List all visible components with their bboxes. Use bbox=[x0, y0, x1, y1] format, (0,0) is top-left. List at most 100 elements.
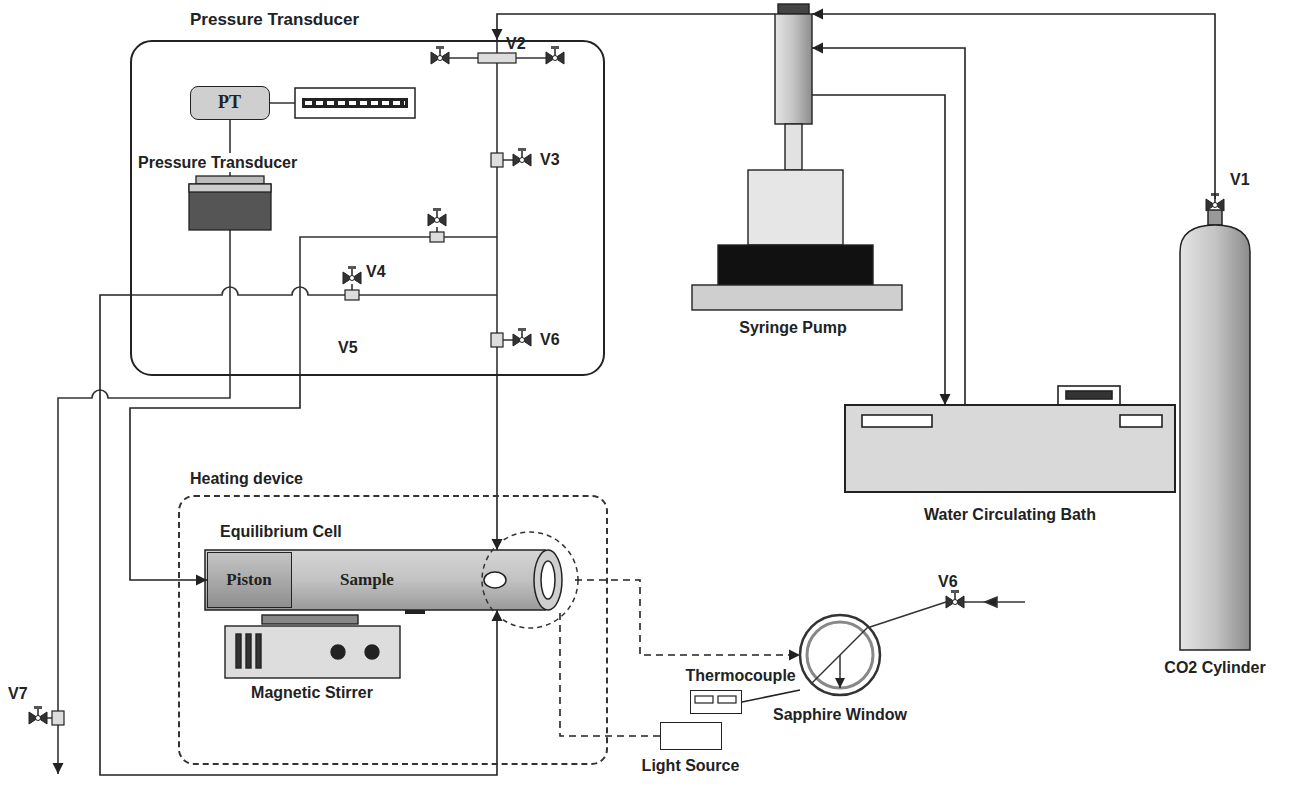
light-source: Light Source bbox=[660, 722, 722, 750]
part-label: Pressure Transducer bbox=[136, 153, 299, 172]
valve-symbol bbox=[513, 148, 531, 166]
valve-label: V1 bbox=[1230, 170, 1250, 189]
transducer-body bbox=[189, 184, 271, 192]
valve-label: V3 bbox=[540, 150, 560, 169]
transducer-body bbox=[189, 176, 271, 230]
node-label: Sapphire Window bbox=[773, 705, 907, 724]
stirrer-drawing bbox=[256, 634, 261, 668]
v2-body bbox=[478, 53, 516, 63]
water-bath-drawing bbox=[1120, 415, 1162, 427]
valve-symbol bbox=[29, 46, 1224, 724]
valve-label: V4 bbox=[366, 262, 386, 281]
stirrer-drawing bbox=[365, 645, 379, 659]
node-label: Equilibrium Cell bbox=[220, 522, 342, 541]
pipe-connector bbox=[497, 14, 775, 40]
main-pipe bbox=[496, 40, 498, 376]
syringe-pump-drawing bbox=[748, 170, 843, 245]
gas-cylinder-drawing bbox=[1180, 225, 1250, 650]
cell-drawing bbox=[484, 572, 506, 588]
inlet-line bbox=[870, 602, 946, 627]
water-bath-drawing bbox=[1066, 391, 1112, 399]
node-label: Light Source bbox=[642, 756, 740, 775]
dashed-connector bbox=[575, 580, 800, 655]
inlet-line bbox=[985, 597, 997, 607]
water-bath-drawing bbox=[862, 415, 932, 427]
pipe-connector bbox=[742, 690, 800, 702]
sapphire-window-drawing bbox=[839, 655, 841, 688]
sapphire-window: Sapphire Window bbox=[800, 615, 880, 695]
branch-pipe bbox=[300, 237, 497, 376]
digital-display bbox=[295, 88, 415, 118]
valve-label: V6 bbox=[938, 572, 958, 591]
water-bath-drawing bbox=[845, 386, 1175, 492]
cell-drawing bbox=[534, 550, 562, 610]
node-label: Heating device bbox=[190, 469, 303, 488]
sample-chamber: Sample bbox=[292, 552, 535, 608]
node-label: Pressure Transducer bbox=[190, 10, 359, 30]
cell-drawing bbox=[541, 561, 555, 599]
valve-symbol bbox=[29, 706, 47, 724]
stirrer-drawing bbox=[262, 615, 358, 624]
inlet-line bbox=[870, 597, 1025, 627]
water-bath-drawing bbox=[1058, 386, 1120, 405]
gas-cylinder: CO2 Cylinder bbox=[1180, 195, 1250, 650]
valve-label: V6 bbox=[540, 330, 560, 349]
valve-symbol bbox=[546, 46, 564, 64]
node-label: CO2 Cylinder bbox=[1164, 658, 1265, 677]
syringe-pump-drawing bbox=[778, 4, 809, 14]
thermocouple-display bbox=[695, 696, 713, 703]
valve-body bbox=[430, 232, 444, 242]
gas-cylinder-drawing bbox=[1208, 210, 1222, 225]
vent-pipe bbox=[58, 230, 230, 774]
node-label: Syringe Pump bbox=[739, 318, 847, 337]
valve-symbol bbox=[513, 328, 531, 346]
valve-symbol bbox=[431, 46, 449, 64]
piston: Piston bbox=[207, 552, 292, 608]
pipe-connector bbox=[100, 295, 497, 775]
stirrer-drawing bbox=[331, 645, 345, 659]
heating-device: Heating deviceEquilibrium CellPistonSamp… bbox=[178, 495, 608, 765]
syringe-pump-drawing bbox=[718, 245, 873, 285]
pipe-connector bbox=[812, 14, 1215, 195]
syringe-pump-drawing bbox=[775, 14, 812, 124]
valve-label: V7 bbox=[8, 684, 28, 703]
transducer-body bbox=[196, 176, 264, 184]
panel-pipework bbox=[47, 40, 546, 774]
cell-drawing bbox=[205, 550, 545, 610]
sapphire-window-drawing bbox=[840, 627, 868, 655]
v4-body bbox=[345, 290, 359, 300]
stirrer-drawing bbox=[236, 634, 241, 668]
valve-body bbox=[52, 53, 516, 725]
cell-drawing bbox=[205, 532, 578, 628]
valve-symbol bbox=[1206, 193, 1224, 211]
sapphire-window-drawing bbox=[800, 615, 880, 695]
v7-body bbox=[52, 711, 64, 725]
syringe-pump: Syringe Pump bbox=[775, 8, 812, 245]
digital-display bbox=[305, 101, 405, 105]
sapphire-window-drawing bbox=[812, 655, 840, 683]
stirrer-drawing bbox=[225, 615, 400, 678]
digital-display bbox=[302, 98, 408, 108]
sapphire-window-drawing bbox=[807, 622, 873, 688]
thermocouple: Thermocouple bbox=[690, 690, 742, 714]
transducer-box: PT bbox=[190, 86, 270, 120]
node-label: PT bbox=[218, 92, 241, 114]
gas-cylinder-drawing bbox=[1180, 195, 1250, 650]
sapphire-window-drawing bbox=[800, 615, 880, 695]
thermocouple-display bbox=[718, 696, 736, 703]
pressure-panel: Pressure Transducer PT bbox=[130, 40, 605, 376]
dashed-connector bbox=[560, 610, 660, 736]
valve-stub bbox=[47, 160, 513, 718]
pipe-connector bbox=[812, 48, 965, 405]
v4-pipe bbox=[130, 287, 497, 295]
water-bath: Water Circulating Bath bbox=[845, 405, 1175, 492]
v3-body bbox=[491, 153, 503, 167]
gas-cylinder-drawing bbox=[1214, 195, 1216, 199]
stirrer-drawing bbox=[246, 634, 251, 668]
magnetic-stirrer: Magnetic Stirrer bbox=[225, 615, 400, 678]
thermocouple-display bbox=[695, 696, 736, 703]
transducer-body bbox=[189, 184, 271, 230]
node-label: Piston bbox=[226, 569, 271, 589]
node-label: Magnetic Stirrer bbox=[251, 683, 373, 702]
